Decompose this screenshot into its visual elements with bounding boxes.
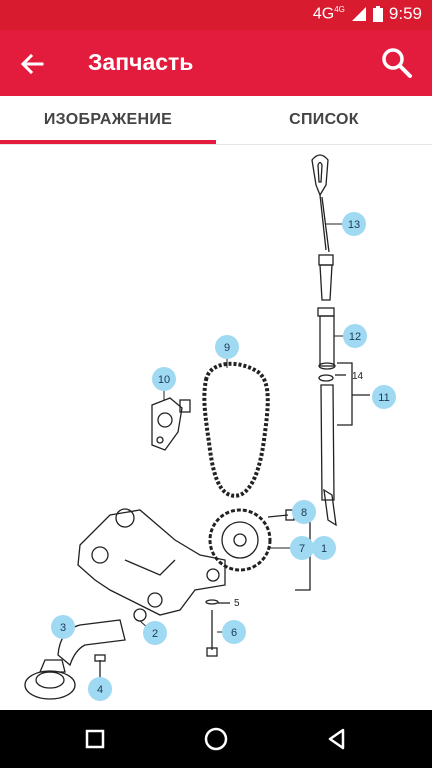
- svg-text:7: 7: [299, 543, 305, 555]
- callout-12[interactable]: 12: [334, 324, 367, 348]
- callout-8[interactable]: 8: [292, 500, 316, 524]
- callout-2[interactable]: 2: [139, 620, 167, 645]
- svg-text:9: 9: [224, 342, 230, 354]
- back-icon[interactable]: [322, 724, 352, 754]
- callout-6[interactable]: 6: [217, 620, 246, 644]
- search-icon[interactable]: [380, 46, 414, 80]
- callout-13[interactable]: 13: [326, 212, 366, 236]
- app-bar: Запчасть: [0, 30, 432, 96]
- tab-indicator: [0, 140, 216, 144]
- svg-text:14: 14: [352, 371, 364, 382]
- status-bar: 4G4G 9:59: [0, 0, 432, 30]
- arrow-back-icon[interactable]: [16, 48, 48, 80]
- tab-bar: ИЗОБРАЖЕНИЕ СПИСОК: [0, 96, 432, 145]
- callout-10[interactable]: 10: [152, 367, 176, 400]
- system-nav-bar: [0, 710, 432, 768]
- callout-11[interactable]: 11: [372, 385, 396, 409]
- tab-image[interactable]: ИЗОБРАЖЕНИЕ: [0, 96, 216, 144]
- clock: 9:59: [388, 4, 422, 23]
- tab-list[interactable]: СПИСОК: [216, 96, 432, 144]
- callout-1[interactable]: 1: [312, 536, 336, 560]
- svg-text:11: 11: [378, 392, 389, 404]
- svg-text:1: 1: [321, 543, 327, 555]
- svg-text:3: 3: [60, 622, 66, 634]
- callout-3[interactable]: 3: [51, 615, 75, 639]
- svg-text:2: 2: [152, 628, 158, 640]
- tab-image-label: ИЗОБРАЖЕНИЕ: [43, 111, 173, 128]
- callout-7[interactable]: 7: [270, 536, 314, 560]
- label-5: 5: [234, 598, 240, 609]
- home-icon[interactable]: [201, 724, 231, 754]
- recent-apps-icon[interactable]: [80, 724, 110, 754]
- page-title: Запчасть: [88, 49, 194, 75]
- callout-4[interactable]: 4: [88, 676, 112, 701]
- battery-icon: [372, 6, 383, 22]
- svg-text:10: 10: [158, 374, 170, 386]
- svg-text:8: 8: [301, 507, 307, 519]
- svg-text:5: 5: [234, 598, 240, 609]
- tab-list-label: СПИСОК: [289, 111, 359, 128]
- label-14: 14: [352, 371, 364, 382]
- exploded-view-drawing: 13 12 14 11 10 9 8 7 1 5 2: [24, 154, 396, 701]
- svg-text:4: 4: [97, 684, 103, 696]
- callout-9[interactable]: 9: [215, 335, 239, 368]
- svg-text:12: 12: [349, 331, 361, 343]
- svg-text:13: 13: [348, 219, 360, 231]
- signal-icon: [351, 7, 366, 21]
- svg-text:6: 6: [231, 627, 237, 639]
- network-type: 4G4G: [312, 4, 345, 23]
- parts-diagram[interactable]: 13 12 14 11 10 9 8 7 1 5 2: [0, 145, 432, 710]
